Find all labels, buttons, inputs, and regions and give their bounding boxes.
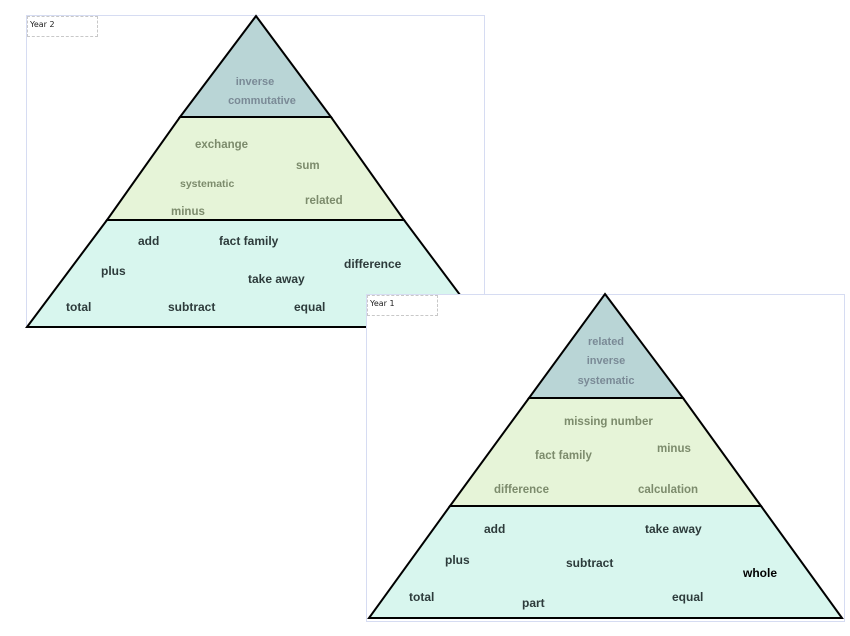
y2-bottom-word-take-away: take away: [248, 272, 305, 286]
y2-bottom-word-equal: equal: [294, 300, 325, 314]
y2-mid-word-sum: sum: [296, 160, 320, 172]
y1-bottom-word-part: part: [522, 596, 545, 610]
y2-bottom-word-plus: plus: [101, 264, 126, 278]
y1-top-word: inverse: [587, 355, 626, 367]
y1-mid-word-fact-family: fact family: [535, 450, 592, 462]
y2-bottom-word-fact-family: fact family: [219, 234, 279, 248]
y1-mid-word-missing-number: missing number: [564, 416, 653, 428]
y1-top-word: systematic: [578, 375, 635, 387]
y2-bottom-word-total: total: [66, 300, 91, 314]
y2-mid-word-exchange: exchange: [195, 139, 248, 151]
y1-mid-word-difference: difference: [494, 484, 549, 496]
y1-bottom-word-total: total: [409, 590, 434, 604]
y1-top-word: related: [588, 336, 624, 348]
pyramid-y2-top-tier: [177, 14, 333, 118]
pyramid-y1-top-tier: [527, 292, 685, 399]
y1-bottom-word-whole: whole: [742, 566, 777, 580]
y2-top-word: inverse: [236, 76, 275, 88]
y1-bottom-word-add: add: [484, 522, 505, 536]
y1-mid-word-calculation: calculation: [638, 484, 698, 496]
y2-bottom-word-subtract: subtract: [168, 300, 215, 314]
y2-bottom-word-add: add: [138, 234, 159, 248]
y2-top-word: commutative: [228, 95, 296, 107]
y1-bottom-word-plus: plus: [445, 553, 470, 567]
slide-label-year-2: Year 2: [27, 16, 98, 37]
y1-mid-word-minus: minus: [657, 443, 691, 455]
y2-mid-word-minus: minus: [171, 206, 205, 218]
y2-mid-word-systematic: systematic: [180, 178, 234, 190]
y2-mid-word-related: related: [305, 195, 343, 207]
y1-bottom-word-equal: equal: [672, 590, 703, 604]
y1-bottom-word-subtract: subtract: [566, 556, 613, 570]
y2-bottom-word-difference: difference: [344, 257, 402, 271]
y1-bottom-word-take-away: take away: [645, 522, 702, 536]
slide-label-year-1: Year 1: [367, 295, 438, 316]
